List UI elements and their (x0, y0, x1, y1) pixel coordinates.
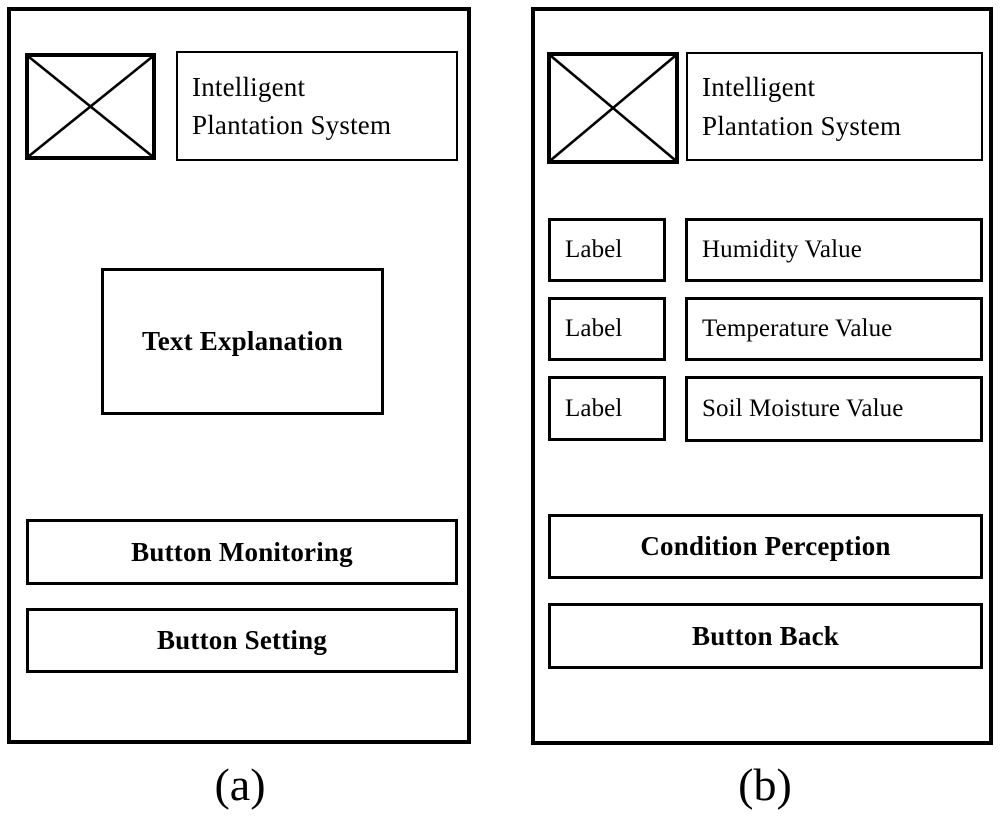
sensor-label-text: Label (565, 236, 623, 263)
button-monitoring-label: Button Monitoring (131, 536, 353, 567)
app-title-box: Intelligent Plantation System (686, 52, 983, 161)
panel-a-caption: (a) (214, 759, 266, 810)
temperature-value-box: Temperature Value (685, 297, 983, 361)
panel-b-caption: (b) (738, 759, 792, 810)
humidity-value-box: Humidity Value (685, 218, 983, 282)
app-title-box: Intelligent Plantation System (176, 51, 458, 161)
button-monitoring[interactable]: Button Monitoring (26, 519, 458, 585)
sensor-label-box: Label (548, 376, 666, 441)
temperature-value-text: Temperature Value (702, 315, 893, 342)
button-back[interactable]: Button Back (548, 603, 983, 669)
button-condition-perception-label: Condition Perception (640, 531, 891, 561)
soil-moisture-value-text: Soil Moisture Value (702, 395, 904, 422)
sensor-label-box: Label (548, 218, 666, 282)
text-explanation-label: Text Explanation (141, 326, 343, 356)
text-explanation-box: Text Explanation (101, 268, 384, 415)
image-placeholder-icon (25, 53, 156, 160)
sensor-label-box: Label (548, 297, 666, 361)
button-condition-perception[interactable]: Condition Perception (548, 514, 983, 579)
button-setting-label: Button Setting (156, 625, 328, 655)
app-title-text: Intelligent Plantation System (192, 71, 392, 140)
app-title-text: Intelligent Plantation System (702, 72, 902, 141)
button-setting[interactable]: Button Setting (26, 608, 458, 673)
sensor-label-text: Label (565, 315, 623, 342)
image-placeholder-icon (547, 52, 679, 164)
sensor-label-text: Label (565, 394, 623, 422)
soil-moisture-value-box: Soil Moisture Value (685, 376, 983, 442)
humidity-value-text: Humidity Value (702, 236, 862, 263)
button-back-label: Button Back (692, 620, 839, 651)
